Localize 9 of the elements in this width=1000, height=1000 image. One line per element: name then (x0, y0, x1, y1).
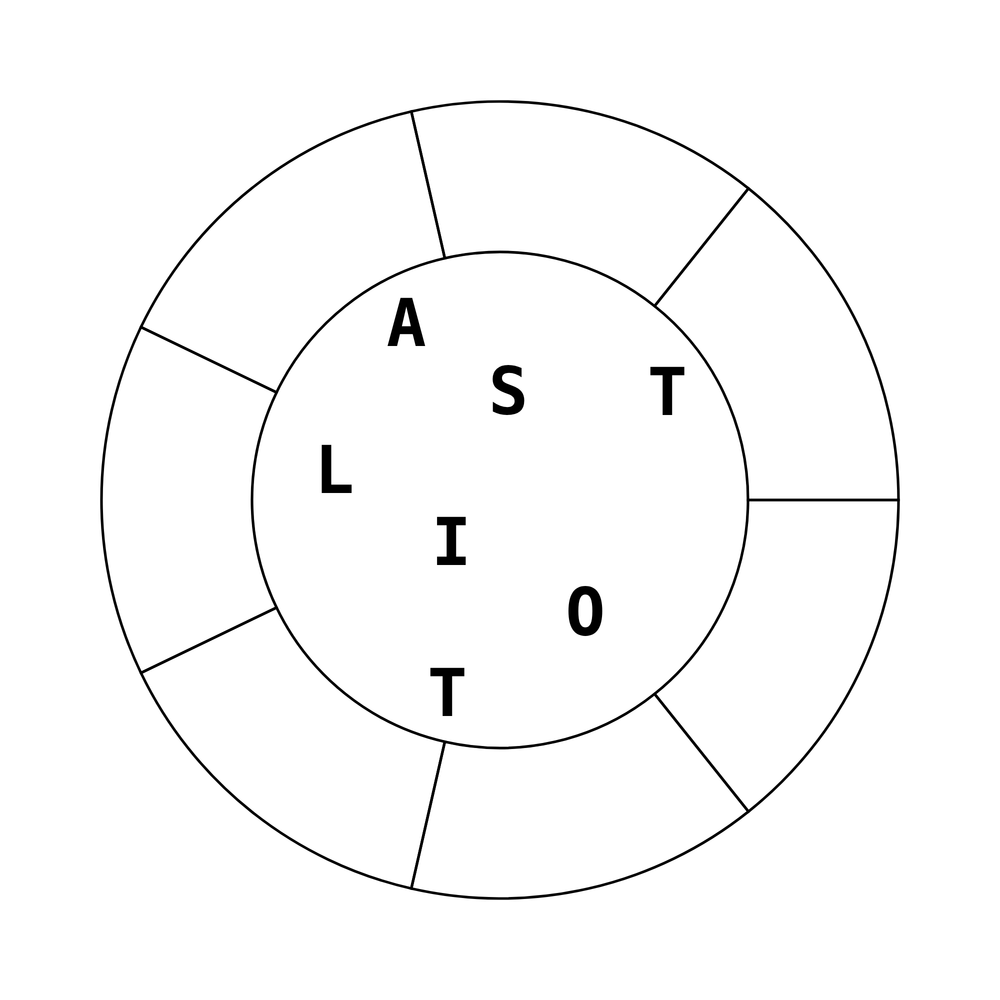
ring-segment (140, 110, 446, 394)
letter: A (386, 291, 426, 358)
ring-segment (101, 326, 278, 674)
letter: T (648, 360, 688, 426)
letter: I (432, 510, 472, 576)
letter: T (428, 661, 468, 728)
letter: L (314, 438, 354, 504)
letter: O (566, 580, 606, 646)
letter: S (488, 359, 528, 426)
